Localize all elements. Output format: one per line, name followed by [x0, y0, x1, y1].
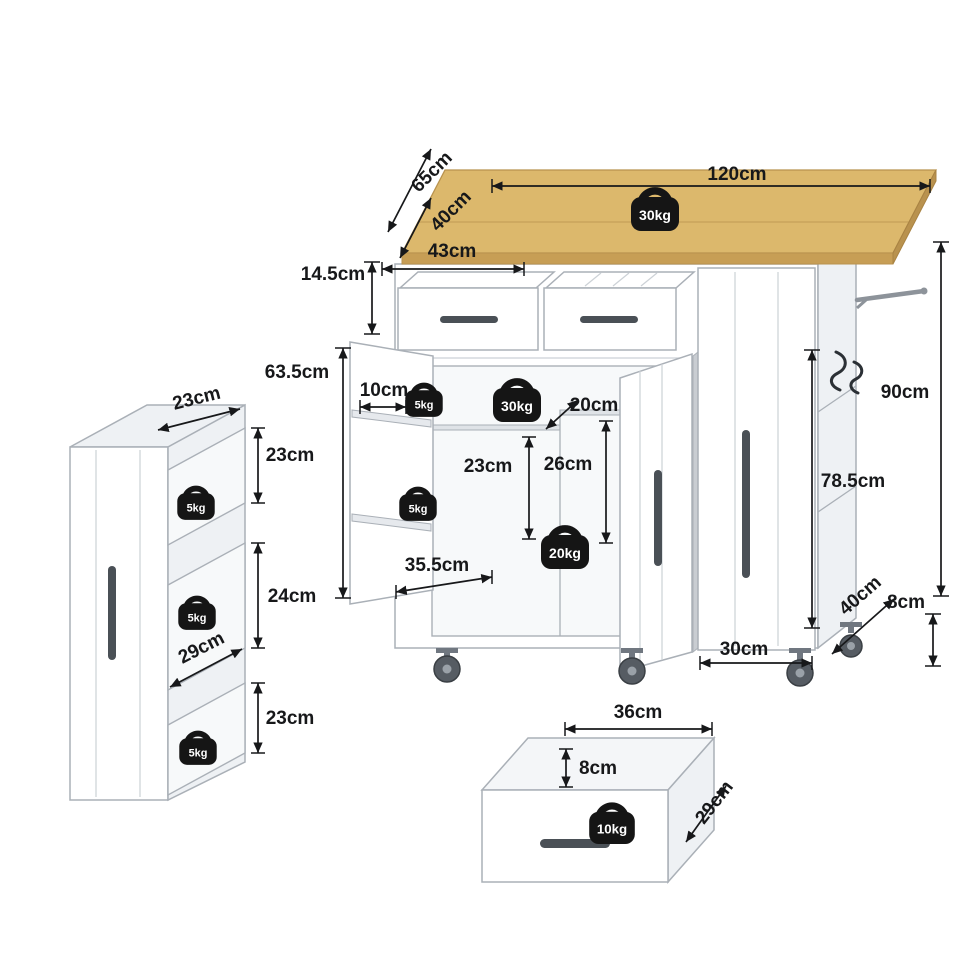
right-tall-door[interactable] [697, 267, 816, 651]
dim-cubby2-height: 24cm [268, 586, 317, 607]
weight-label: 30kg [639, 207, 671, 223]
caster-wheel [618, 648, 646, 685]
weight-5kg-door-lower-icon: 5kg [399, 490, 436, 521]
side-hooks [830, 350, 864, 395]
door-rack [351, 409, 432, 428]
weight-20kg-bottom-icon: 20kg [541, 529, 589, 569]
dim-door-height: 63.5cm [265, 362, 329, 383]
weight-label: 20kg [549, 545, 581, 561]
side-rack-shelf-line [817, 485, 857, 513]
drawer-handle[interactable] [440, 316, 498, 323]
dim-left-section-width: 35.5cm [405, 555, 469, 576]
weight-label: 30kg [501, 398, 533, 414]
side-tower: 5kg 5kg 5kg [69, 403, 246, 802]
dim-drawer-width: 43cm [428, 241, 477, 262]
cart-side-panel [817, 232, 857, 650]
weight-label: 5kg [189, 747, 208, 759]
dim-total-height: 90cm [881, 382, 930, 403]
dim-door-shelf-depth: 10cm [360, 380, 409, 401]
main-cart: 30kg 5kg 5kg 30kg 20kg [349, 169, 938, 687]
tower-front-door[interactable] [69, 446, 169, 801]
dim-compartment-right-height: 26cm [544, 454, 593, 475]
weight-label: 5kg [409, 503, 428, 515]
weight-label: 10kg [597, 822, 627, 837]
weight-5kg-cubby3-icon: 5kg [179, 734, 216, 765]
door-handle[interactable] [742, 430, 750, 578]
drawer-handle[interactable] [580, 316, 638, 323]
drawer-detail: 10kg [480, 736, 716, 884]
weight-label: 5kg [187, 502, 206, 514]
dim-right-door-width: 30cm [720, 639, 769, 660]
dim-cubby3-height: 23cm [266, 708, 315, 729]
door-rack [351, 513, 432, 532]
drawer-front-panel [481, 789, 669, 883]
weight-5kg-door-upper-icon: 5kg [405, 386, 442, 417]
weight-5kg-cubby2-icon: 5kg [178, 599, 215, 630]
weight-label: 5kg [188, 612, 207, 624]
dim-shelf-depth: 20cm [570, 395, 619, 416]
interior-shelf [431, 424, 561, 431]
weight-30kg-shelf-icon: 30kg [493, 382, 541, 422]
weight-10kg-drawer-icon: 10kg [589, 806, 635, 844]
caster-wheel [786, 648, 814, 687]
dim-top-width: 120cm [707, 164, 766, 185]
dim-drawer-height: 14.5cm [301, 264, 365, 285]
weight-label: 5kg [415, 399, 434, 411]
caster-wheel [433, 648, 461, 683]
dim-drawer-detail-width: 36cm [614, 702, 663, 723]
dim-compartment-left-height: 23cm [464, 456, 513, 477]
door-handle[interactable] [654, 470, 662, 566]
main-cart-dimensions: 120cm 65cm 40cm 43cm 14.5cm 63.5cm 10cm … [265, 148, 949, 670]
dim-wheel-height: 8cm [887, 592, 925, 613]
weight-30kg-top-icon: 30kg [631, 191, 679, 231]
tower-door-handle[interactable] [108, 566, 116, 660]
weight-5kg-cubby1-icon: 5kg [177, 489, 214, 520]
right-door-open[interactable] [619, 350, 699, 673]
dim-side-rack-height: 78.5cm [821, 471, 885, 492]
dim-drawer-detail-height: 8cm [579, 758, 617, 779]
towel-bar [854, 287, 928, 310]
side-rack-shelf-line [817, 385, 857, 413]
left-drawer-open[interactable] [397, 271, 556, 351]
dim-cubby1-height: 23cm [266, 445, 315, 466]
right-drawer-open[interactable] [543, 271, 696, 351]
